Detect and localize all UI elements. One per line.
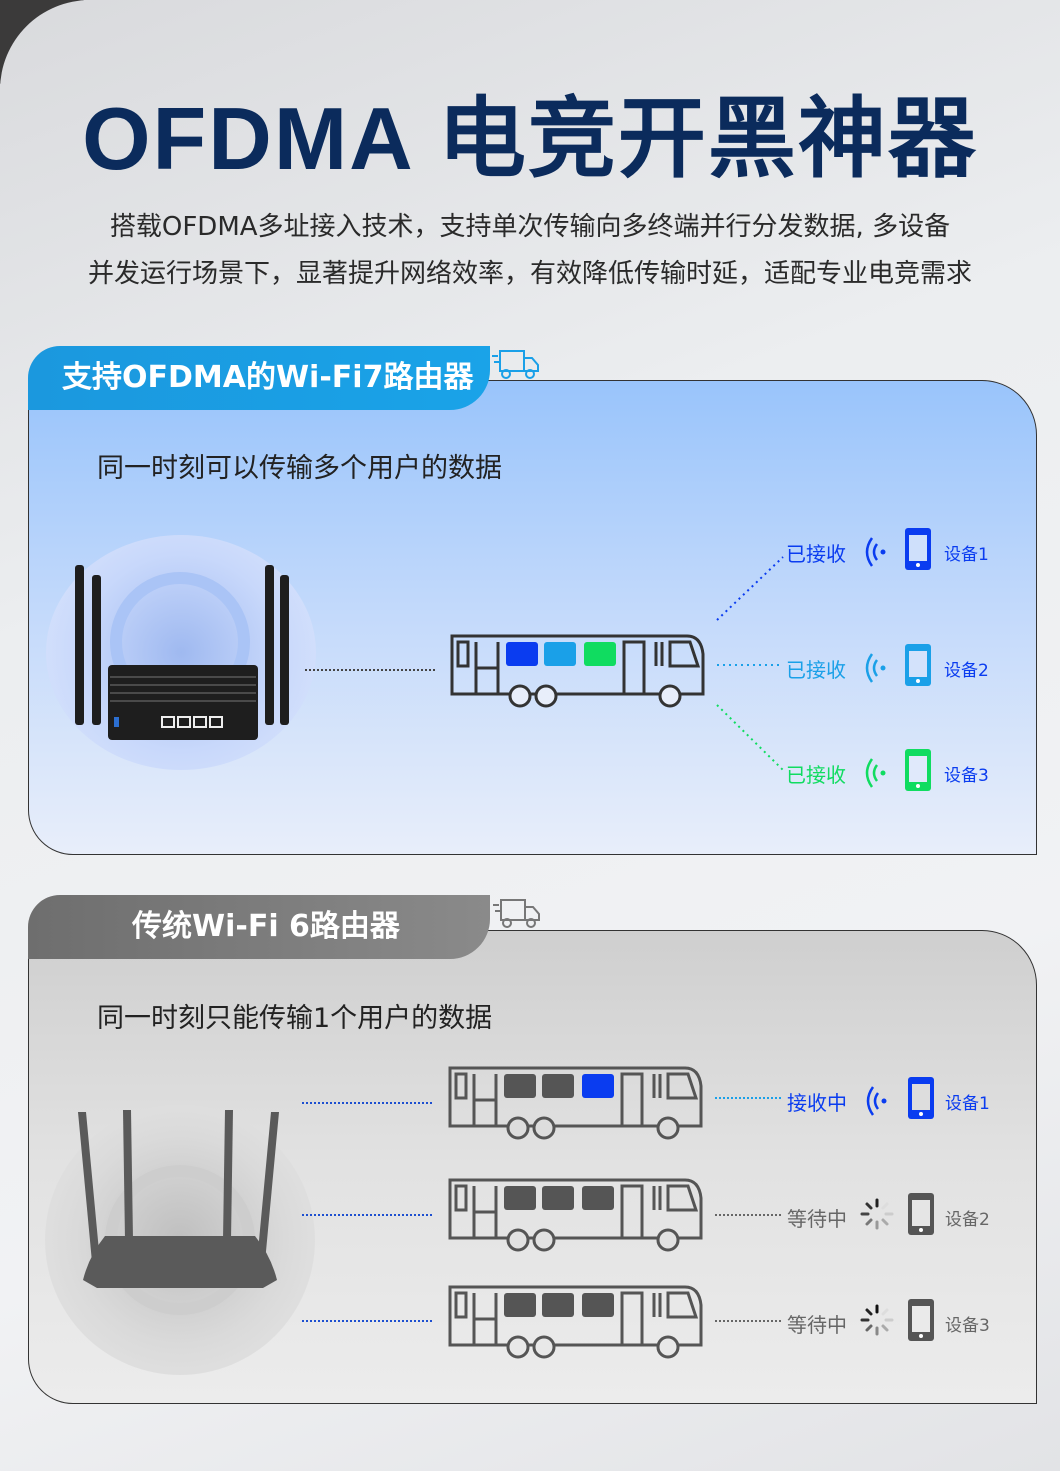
device-row: 等待中 设备3 bbox=[787, 1299, 1007, 1343]
page-title: OFDMA 电竞开黑神器 bbox=[82, 89, 978, 188]
link-line bbox=[305, 669, 435, 671]
wifi-signal-icon bbox=[865, 758, 886, 788]
wifi7-router-image bbox=[75, 565, 289, 740]
truck-icon bbox=[492, 350, 539, 379]
wifi-signal-icon bbox=[865, 653, 886, 683]
phone-icon bbox=[905, 528, 931, 570]
phone-icon bbox=[908, 1077, 934, 1119]
legacy-caption: 同一时刻只能传输1个用户的数据 bbox=[97, 1003, 493, 1034]
bus-ofdma bbox=[450, 634, 705, 708]
device-row: 已接收 设备2 bbox=[786, 644, 1006, 688]
device-status: 已接收 bbox=[786, 542, 846, 566]
link-line bbox=[302, 1214, 432, 1216]
device-status: 等待中 bbox=[787, 1207, 847, 1231]
bus-legacy bbox=[448, 1178, 703, 1252]
bus-window bbox=[542, 1074, 574, 1098]
link-line bbox=[715, 1214, 781, 1216]
bus-window bbox=[582, 1186, 614, 1210]
device-name: 设备1 bbox=[945, 1094, 990, 1114]
link-line bbox=[302, 1102, 432, 1104]
bus-window bbox=[544, 642, 576, 666]
truck-icon bbox=[493, 899, 540, 928]
ofdma-caption: 同一时刻可以传输多个用户的数据 bbox=[97, 453, 502, 484]
ofdma-tab: 支持OFDMA的Wi-Fi7路由器 bbox=[28, 346, 490, 410]
device-row: 已接收 设备3 bbox=[786, 749, 1006, 793]
bus-window bbox=[542, 1293, 574, 1317]
device-name: 设备1 bbox=[944, 545, 989, 565]
bus-window bbox=[584, 642, 616, 666]
bus-legacy bbox=[448, 1285, 703, 1359]
phone-icon bbox=[905, 644, 931, 686]
wifi-signal-icon bbox=[866, 1086, 887, 1116]
wifi6-router-image bbox=[78, 1110, 279, 1288]
loading-spinner-icon bbox=[860, 1198, 894, 1230]
device-name: 设备3 bbox=[945, 1316, 990, 1336]
device-status: 已接收 bbox=[786, 658, 846, 682]
bus-legacy bbox=[448, 1066, 703, 1140]
bus-window bbox=[504, 1074, 536, 1098]
phone-icon bbox=[908, 1299, 934, 1341]
wifi-signal-icon bbox=[865, 537, 886, 567]
device-name: 设备3 bbox=[944, 766, 989, 786]
bus-window bbox=[542, 1186, 574, 1210]
device-row: 已接收 设备1 bbox=[786, 528, 1006, 572]
bus-window bbox=[582, 1074, 614, 1098]
phone-icon bbox=[905, 749, 931, 791]
link-line bbox=[715, 1097, 781, 1099]
device-name: 设备2 bbox=[945, 1210, 990, 1230]
link-line bbox=[302, 1320, 432, 1322]
bus-window bbox=[504, 1293, 536, 1317]
subtitle-line-2: 并发运行场景下，显著提升网络效率，有效降低传输时延，适配专业电竞需求 bbox=[87, 259, 972, 289]
bus-window bbox=[506, 642, 538, 666]
legacy-tab: 传统Wi-Fi 6路由器 bbox=[28, 895, 490, 959]
device-status: 接收中 bbox=[787, 1091, 847, 1115]
branch-lines bbox=[716, 556, 784, 771]
loading-spinner-icon bbox=[860, 1304, 894, 1336]
device-status: 等待中 bbox=[787, 1313, 847, 1337]
link-line bbox=[715, 1320, 781, 1322]
bus-window bbox=[582, 1293, 614, 1317]
subtitle-line-1: 搭载OFDMA多址接入技术，支持单次传输向多终端并行分发数据, 多设备 bbox=[109, 212, 951, 242]
device-name: 设备2 bbox=[944, 661, 989, 681]
device-row: 等待中 设备2 bbox=[787, 1193, 1007, 1237]
phone-icon bbox=[908, 1193, 934, 1235]
bus-window bbox=[504, 1186, 536, 1210]
device-status: 已接收 bbox=[786, 763, 846, 787]
device-row: 接收中 设备1 bbox=[787, 1077, 1007, 1121]
